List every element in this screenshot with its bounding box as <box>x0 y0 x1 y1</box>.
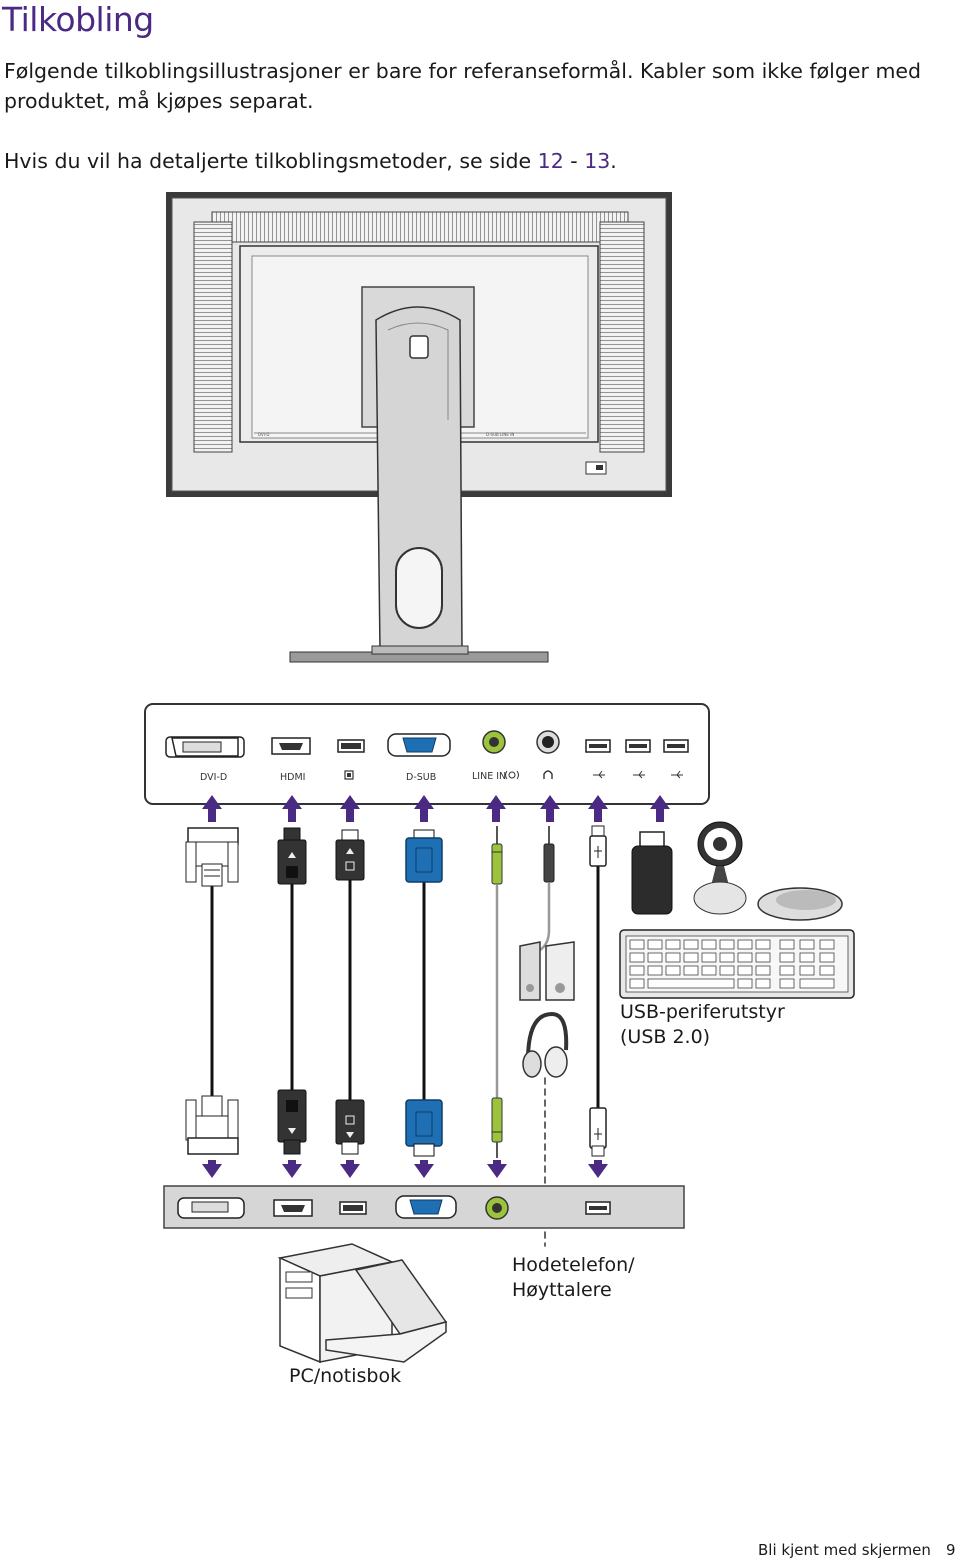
dvi-port <box>165 736 245 758</box>
usb-flash-drive <box>631 831 673 915</box>
footer-section: Bli kjent med skjermen <box>758 1541 931 1559</box>
line-in-plug-top <box>491 826 503 885</box>
port-label-dsub: D-SUB <box>406 772 436 783</box>
detail-separator: - <box>563 149 585 173</box>
usb-peripherals-label: USB-periferutstyr (USB 2.0) <box>620 1000 785 1050</box>
detail-suffix: . <box>610 149 617 173</box>
port-label-hdmi: HDMI <box>280 772 305 783</box>
svg-text:D-SUB LINE IN: D-SUB LINE IN <box>486 432 514 437</box>
downward-arrows <box>202 1160 608 1178</box>
vga-connector-bottom <box>405 1099 443 1157</box>
svg-text:DVI-D: DVI-D <box>258 432 269 437</box>
hdmi-connector-bottom <box>277 1089 307 1155</box>
line-in-jack <box>482 730 506 754</box>
line-in-plug-bottom <box>491 1097 503 1158</box>
computer-port-panel <box>163 1185 685 1229</box>
audio-line1: Hodetelefon/ <box>512 1254 635 1276</box>
displayport-connector-top <box>335 829 365 881</box>
intro-text: Følgende tilkoblingsillustrasjoner er ba… <box>4 59 922 113</box>
line-in-icon <box>505 770 519 780</box>
mouse <box>757 887 843 921</box>
headphone-plug-top <box>543 826 555 883</box>
detail-text: Hvis du vil ha detaljerte tilkoblingsmet… <box>4 146 617 176</box>
hdmi-port <box>271 737 311 755</box>
vga-connector-top <box>405 829 443 883</box>
usb-peripherals-line2: (USB 2.0) <box>620 1026 711 1048</box>
dvi-connector-bottom <box>185 1095 239 1155</box>
keyboard <box>619 929 855 999</box>
displayport-port <box>337 739 365 753</box>
displayport-connector-bottom <box>335 1099 365 1155</box>
audio-line2: Høyttalere <box>512 1279 612 1301</box>
hdmi-connector-top <box>277 827 307 885</box>
upward-arrows <box>202 795 670 822</box>
audio-label: Hodetelefon/ Høyttalere <box>512 1253 635 1303</box>
port-label-dvi: DVI-D <box>200 772 227 783</box>
cables <box>210 864 600 1247</box>
monitor-port-panel: DVI-D HDMI D-SUB LINE IN <box>144 703 710 805</box>
page-title: Tilkobling <box>2 0 154 39</box>
page-link-13[interactable]: 13 <box>584 149 611 173</box>
detail-prefix: Hvis du vil ha detaljerte tilkoblingsmet… <box>4 149 538 173</box>
usb-icon <box>593 770 683 779</box>
headphone-icon <box>543 770 553 779</box>
usb-connector-top <box>589 825 607 867</box>
dsub-port <box>387 733 451 757</box>
displayport-icon <box>344 770 354 780</box>
notebook <box>325 1259 448 1363</box>
page-link-12[interactable]: 12 <box>537 149 564 173</box>
webcam <box>693 821 747 915</box>
speakers <box>519 941 575 1001</box>
dvi-connector-top <box>185 827 239 887</box>
port-label-line-in: LINE IN <box>472 771 506 782</box>
usb-ports <box>585 739 689 753</box>
headphones <box>522 1011 569 1078</box>
computer-label: PC/notisbok <box>289 1365 402 1387</box>
monitor-back: DVI-D D-SUB LINE IN <box>166 192 672 663</box>
page-number: 9 <box>946 1541 956 1559</box>
usb-connector-bottom <box>589 1107 607 1157</box>
headphone-jack <box>536 730 560 754</box>
usb-peripherals-line1: USB-periferutstyr <box>620 1001 785 1023</box>
